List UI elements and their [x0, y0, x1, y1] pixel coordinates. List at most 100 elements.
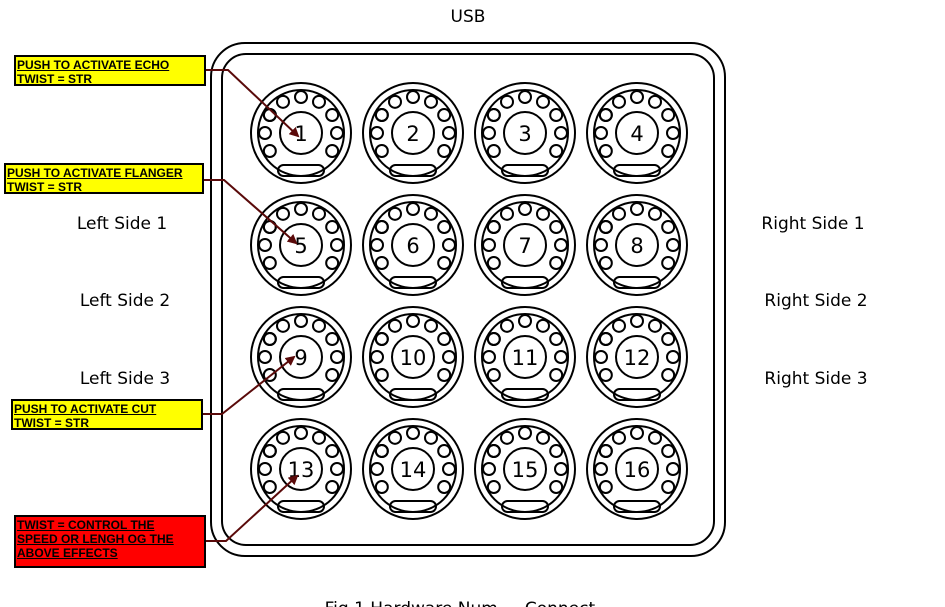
knob-led — [406, 90, 420, 104]
knob-led — [406, 426, 420, 440]
knob-led — [661, 444, 676, 458]
knob-12[interactable]: 12 — [586, 306, 688, 408]
knob-led — [437, 480, 452, 494]
knob-led — [549, 480, 564, 494]
knob-led — [598, 332, 613, 346]
knob-cap — [279, 335, 323, 379]
knob-led — [374, 108, 389, 122]
knob-slot — [277, 500, 325, 513]
knob-led — [374, 368, 389, 382]
knob-led — [406, 314, 420, 328]
knob-slot — [277, 276, 325, 289]
knob-slot — [389, 500, 437, 513]
knob-outer-ring — [474, 418, 576, 520]
knob-outer-ring — [362, 418, 464, 520]
knob-led — [262, 144, 277, 158]
usb-label: USB — [451, 7, 486, 27]
knob-cap — [391, 223, 435, 267]
knob-led — [312, 94, 326, 109]
knob-led — [325, 220, 340, 234]
knob-10[interactable]: 10 — [362, 306, 464, 408]
knob-number: 9 — [294, 346, 307, 370]
knob-led — [536, 206, 550, 221]
knob-4[interactable]: 4 — [586, 82, 688, 184]
knob-led — [661, 332, 676, 346]
knob-7[interactable]: 7 — [474, 194, 576, 296]
knob-outer-ring — [362, 82, 464, 184]
knob-number: 14 — [400, 458, 427, 482]
knob-number: 16 — [624, 458, 651, 482]
knob-13[interactable]: 13 — [250, 418, 352, 520]
knob-led — [424, 430, 438, 445]
knob-5[interactable]: 5 — [250, 194, 352, 296]
knob-led — [325, 368, 340, 382]
callout-twist: TWIST = CONTROL THE SPEED OR LENGH OG TH… — [14, 515, 206, 568]
knob-led — [518, 202, 532, 216]
knob-led — [630, 90, 644, 104]
knob-led — [370, 238, 384, 252]
knob-led — [549, 108, 564, 122]
knob-8[interactable]: 8 — [586, 194, 688, 296]
knob-outer-ring — [250, 194, 352, 296]
knob-led — [437, 444, 452, 458]
knob-led — [486, 332, 501, 346]
knob-14[interactable]: 14 — [362, 418, 464, 520]
knob-led — [437, 108, 452, 122]
knob-led — [554, 238, 568, 252]
knob-led — [594, 126, 608, 140]
knob-3[interactable]: 3 — [474, 82, 576, 184]
knob-cap — [615, 111, 659, 155]
knob-16[interactable]: 16 — [586, 418, 688, 520]
knob-outer-ring — [586, 194, 688, 296]
knob-outer-ring — [474, 194, 576, 296]
knob-led — [325, 332, 340, 346]
knob-led — [482, 462, 496, 476]
knob-led — [666, 462, 680, 476]
callout-twist-line1: TWIST = CONTROL THE — [17, 518, 155, 532]
knob-led — [437, 368, 452, 382]
knob-outer-ring — [250, 418, 352, 520]
knob-led — [598, 108, 613, 122]
knob-led — [370, 350, 384, 364]
knob-6[interactable]: 6 — [362, 194, 464, 296]
knob-led — [442, 238, 456, 252]
callout-flanger: PUSH TO ACTIVATE FLANGER TWIST = STR — [4, 163, 204, 194]
knob-9[interactable]: 9 — [250, 306, 352, 408]
knob-led — [325, 480, 340, 494]
knob-led — [442, 126, 456, 140]
knob-led — [598, 144, 613, 158]
knob-number: 8 — [630, 234, 643, 258]
knob-led — [598, 220, 613, 234]
left-side-3-label: Left Side 3 — [80, 369, 170, 389]
knob-led — [648, 206, 662, 221]
knob-led — [486, 368, 501, 382]
figure-caption: Fig 1 Hardware Num..., Connect... — [325, 599, 612, 607]
knob-1[interactable]: 1 — [250, 82, 352, 184]
knob-led — [374, 220, 389, 234]
knob-2[interactable]: 2 — [362, 82, 464, 184]
knob-led — [330, 462, 344, 476]
knob-slot — [389, 164, 437, 177]
knob-led — [374, 480, 389, 494]
knob-led — [388, 94, 402, 109]
knob-led — [594, 462, 608, 476]
knob-led — [630, 202, 644, 216]
knob-11[interactable]: 11 — [474, 306, 576, 408]
knob-outer-ring — [250, 82, 352, 184]
knob-led — [666, 126, 680, 140]
knob-led — [661, 256, 676, 270]
knob-led — [262, 480, 277, 494]
knob-led — [258, 238, 272, 252]
knob-led — [374, 332, 389, 346]
knob-led — [549, 332, 564, 346]
callout-cut-line2: TWIST = STR — [14, 416, 89, 430]
knob-led — [648, 430, 662, 445]
knob-led — [424, 318, 438, 333]
arrow-echo — [206, 69, 300, 138]
callout-twist-line3: ABOVE EFFECTS — [17, 546, 118, 560]
knob-led — [661, 108, 676, 122]
knob-led — [648, 94, 662, 109]
knob-15[interactable]: 15 — [474, 418, 576, 520]
knob-led — [549, 444, 564, 458]
